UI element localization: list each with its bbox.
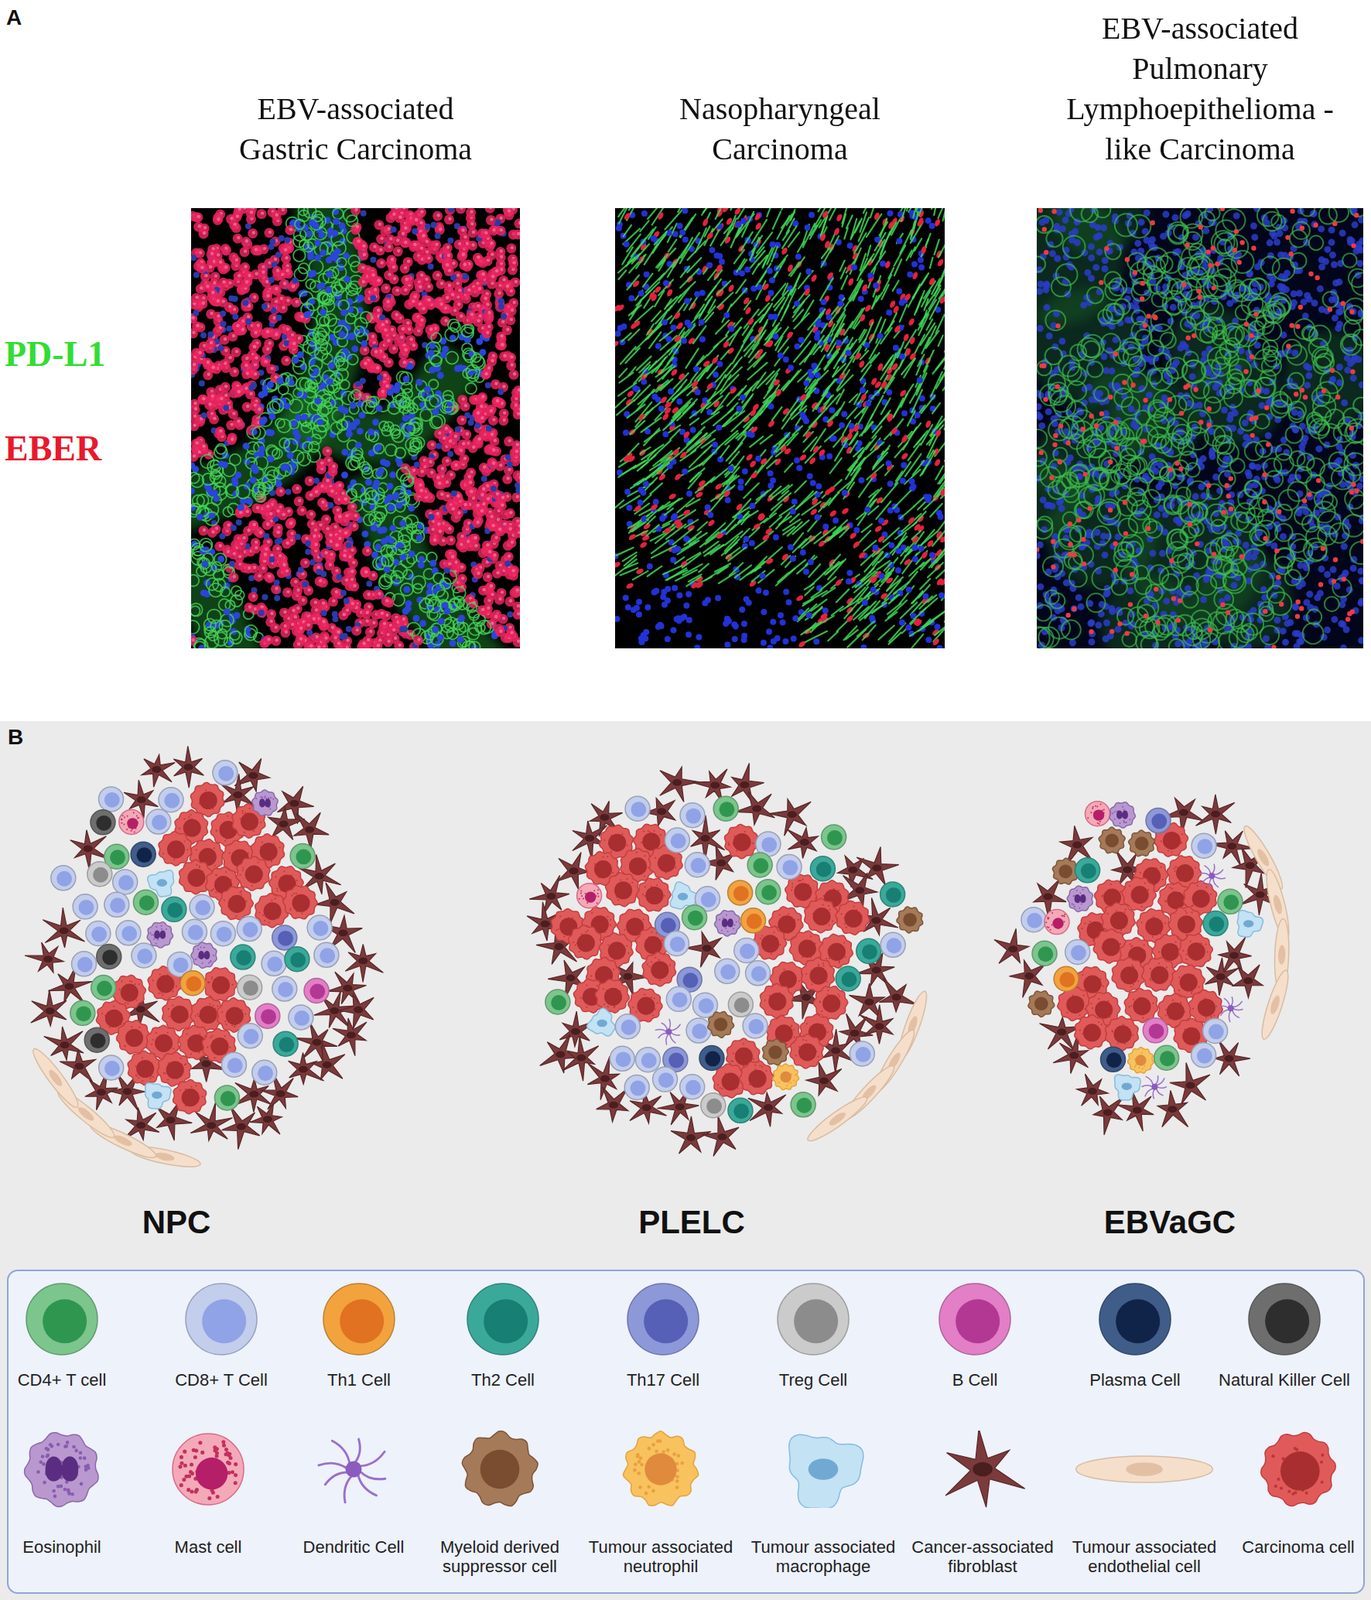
figure-stage: APD-L1EBERBEBV-associated Gastric Carcin… (0, 0, 1371, 1600)
